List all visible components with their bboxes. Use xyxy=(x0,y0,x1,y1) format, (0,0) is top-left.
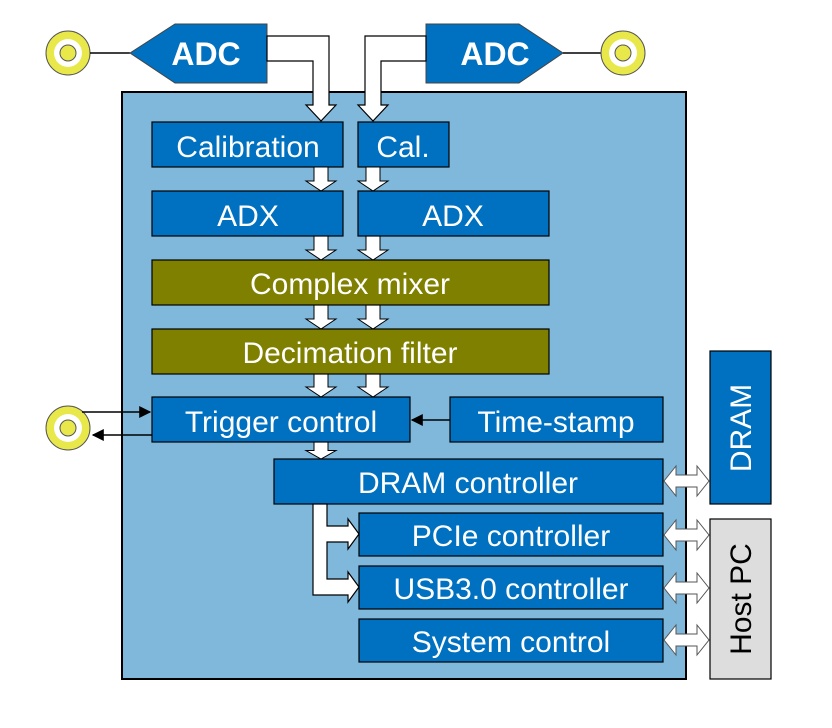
pcie-controller-block xyxy=(358,512,664,557)
right-adc-label: ADC xyxy=(460,36,529,72)
external-dram-label: DRAM xyxy=(725,384,758,472)
left-coax-connector-icon xyxy=(45,30,91,76)
decimation-filter-label: Decimation filter xyxy=(242,337,457,370)
bidirectional-arrow xyxy=(663,623,710,657)
right-adc-arrow xyxy=(356,35,427,122)
double-arrows xyxy=(663,464,710,657)
usb-controller-block xyxy=(358,565,664,610)
flow-down-arrow xyxy=(356,373,390,398)
bidirectional-arrow xyxy=(663,571,710,605)
system-control-label: System control xyxy=(412,626,610,659)
trigger-coax-connector-icon xyxy=(45,405,91,451)
left-adc-arrow xyxy=(266,35,338,122)
host-pc-label: Host PC xyxy=(725,543,758,655)
flow-down-arrow xyxy=(304,373,338,398)
trigger-control-label: Trigger control xyxy=(185,406,377,439)
flow-down-arrow xyxy=(356,235,390,261)
system-control-block xyxy=(358,618,664,663)
adx-right-label: ADX xyxy=(422,200,484,233)
usb-controller-label: USB3.0 controller xyxy=(393,573,628,606)
down-arrows xyxy=(304,166,390,460)
dram-controller-block xyxy=(273,458,664,505)
right-adc-block xyxy=(425,23,564,84)
flow-down-arrow xyxy=(356,166,390,192)
dram-to-interfaces-arrow xyxy=(312,503,360,604)
external-dram-block xyxy=(709,350,772,505)
dram-controller-label: DRAM controller xyxy=(358,467,578,500)
decimation-filter-block xyxy=(151,328,550,375)
flow-down-arrow xyxy=(304,304,338,330)
time-stamp-label: Time-stamp xyxy=(477,406,634,439)
complex-mixer-label: Complex mixer xyxy=(250,268,450,301)
complex-mixer-block xyxy=(151,259,550,306)
time-stamp-block xyxy=(449,396,664,443)
flow-down-arrow xyxy=(304,166,338,192)
flow-down-arrow xyxy=(356,304,390,330)
calibration-left-label: Calibration xyxy=(176,131,319,164)
left-adc-label: ADC xyxy=(171,36,240,72)
host-pc-block xyxy=(709,518,772,680)
calibration-left-block xyxy=(151,121,344,168)
right-coax-connector-icon xyxy=(600,30,646,76)
pcie-controller-label: PCIe controller xyxy=(412,520,610,553)
flow-down-arrow xyxy=(304,235,338,261)
flow-down-arrow xyxy=(304,441,338,460)
calibration-right-block xyxy=(357,121,450,168)
bidirectional-arrow xyxy=(663,518,710,552)
adx-left-block xyxy=(151,190,344,237)
adx-right-block xyxy=(357,190,550,237)
adx-left-label: ADX xyxy=(217,200,279,233)
calibration-right-label: Cal. xyxy=(376,131,429,164)
trigger-control-block xyxy=(151,396,411,443)
bidirectional-arrow xyxy=(663,464,710,498)
